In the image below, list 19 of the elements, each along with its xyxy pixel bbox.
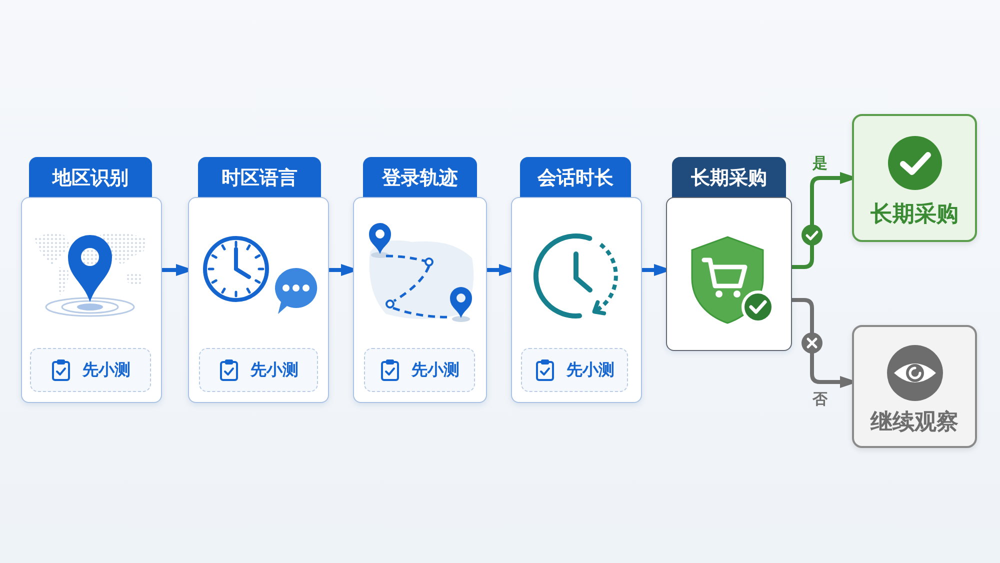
tag-label: 先小测 bbox=[566, 360, 614, 380]
tag-label: 先小测 bbox=[250, 360, 298, 380]
header-tab: 登录轨迹 bbox=[363, 157, 477, 198]
dashed-tag bbox=[364, 348, 475, 392]
edge-label: 否 bbox=[810, 390, 830, 408]
tag-label: 先小测 bbox=[82, 360, 130, 380]
header-tab: 地区识别 bbox=[29, 157, 152, 198]
header-tab: 时区语言 bbox=[198, 157, 321, 198]
dashed-tag bbox=[199, 348, 318, 392]
edge-label: 是 bbox=[810, 154, 830, 172]
result-label: 长期采购 bbox=[870, 202, 958, 228]
dashed-tag bbox=[30, 348, 151, 392]
result-box bbox=[852, 114, 977, 242]
result-box bbox=[852, 325, 977, 448]
dashed-tag bbox=[521, 348, 628, 392]
tag-label: 先小测 bbox=[412, 360, 460, 380]
header-tab: 会话时长 bbox=[520, 157, 631, 198]
result-label: 继续观察 bbox=[870, 410, 958, 436]
header-tab: 长期采购 bbox=[672, 157, 786, 198]
